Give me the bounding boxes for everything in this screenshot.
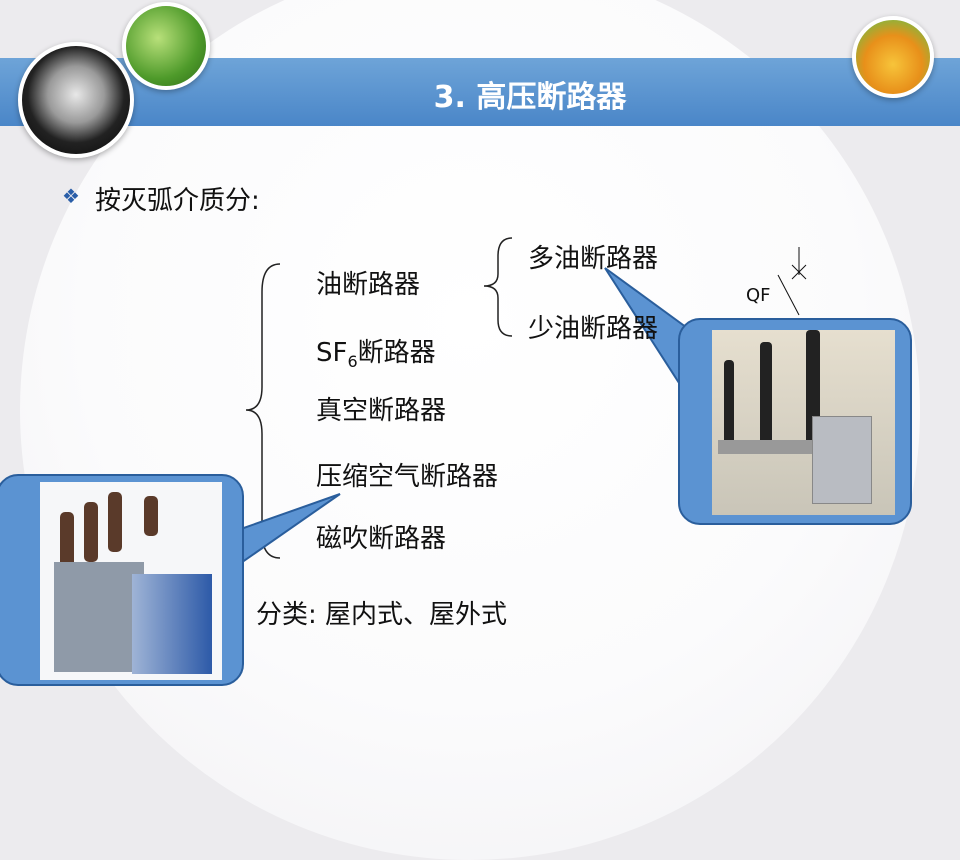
type-vacuum: 真空断路器	[316, 396, 447, 426]
sf-text: SF	[316, 338, 348, 368]
bullet-text: 按灭弧介质分:	[95, 186, 260, 216]
bullet-icon: ❖	[62, 184, 80, 208]
subtype-multi-oil: 多油断路器	[528, 244, 659, 274]
type-sf6: SF6断路器	[316, 332, 436, 371]
symbol-label: QF	[746, 285, 771, 306]
indoor-breaker-photo	[40, 482, 222, 680]
oil-brace	[483, 237, 513, 337]
sf6-suffix: 断路器	[357, 338, 436, 368]
type-air: 压缩空气断路器	[316, 462, 499, 492]
slide-title: 3. 高压断路器	[433, 80, 627, 115]
outdoor-breaker-photo	[712, 330, 895, 515]
tulip-image	[852, 16, 934, 98]
breaker-symbol	[777, 247, 807, 316]
callout-tails	[237, 267, 691, 567]
type-magnetic: 磁吹断路器	[316, 524, 447, 554]
sf-subscript: 6	[347, 352, 358, 372]
subtype-less-oil: 少油断路器	[528, 314, 659, 344]
dandelion-image	[18, 42, 134, 158]
leaf-image	[122, 2, 210, 90]
install-classification: 分类: 屋内式、屋外式	[256, 600, 508, 630]
type-oil: 油断路器	[316, 270, 421, 300]
